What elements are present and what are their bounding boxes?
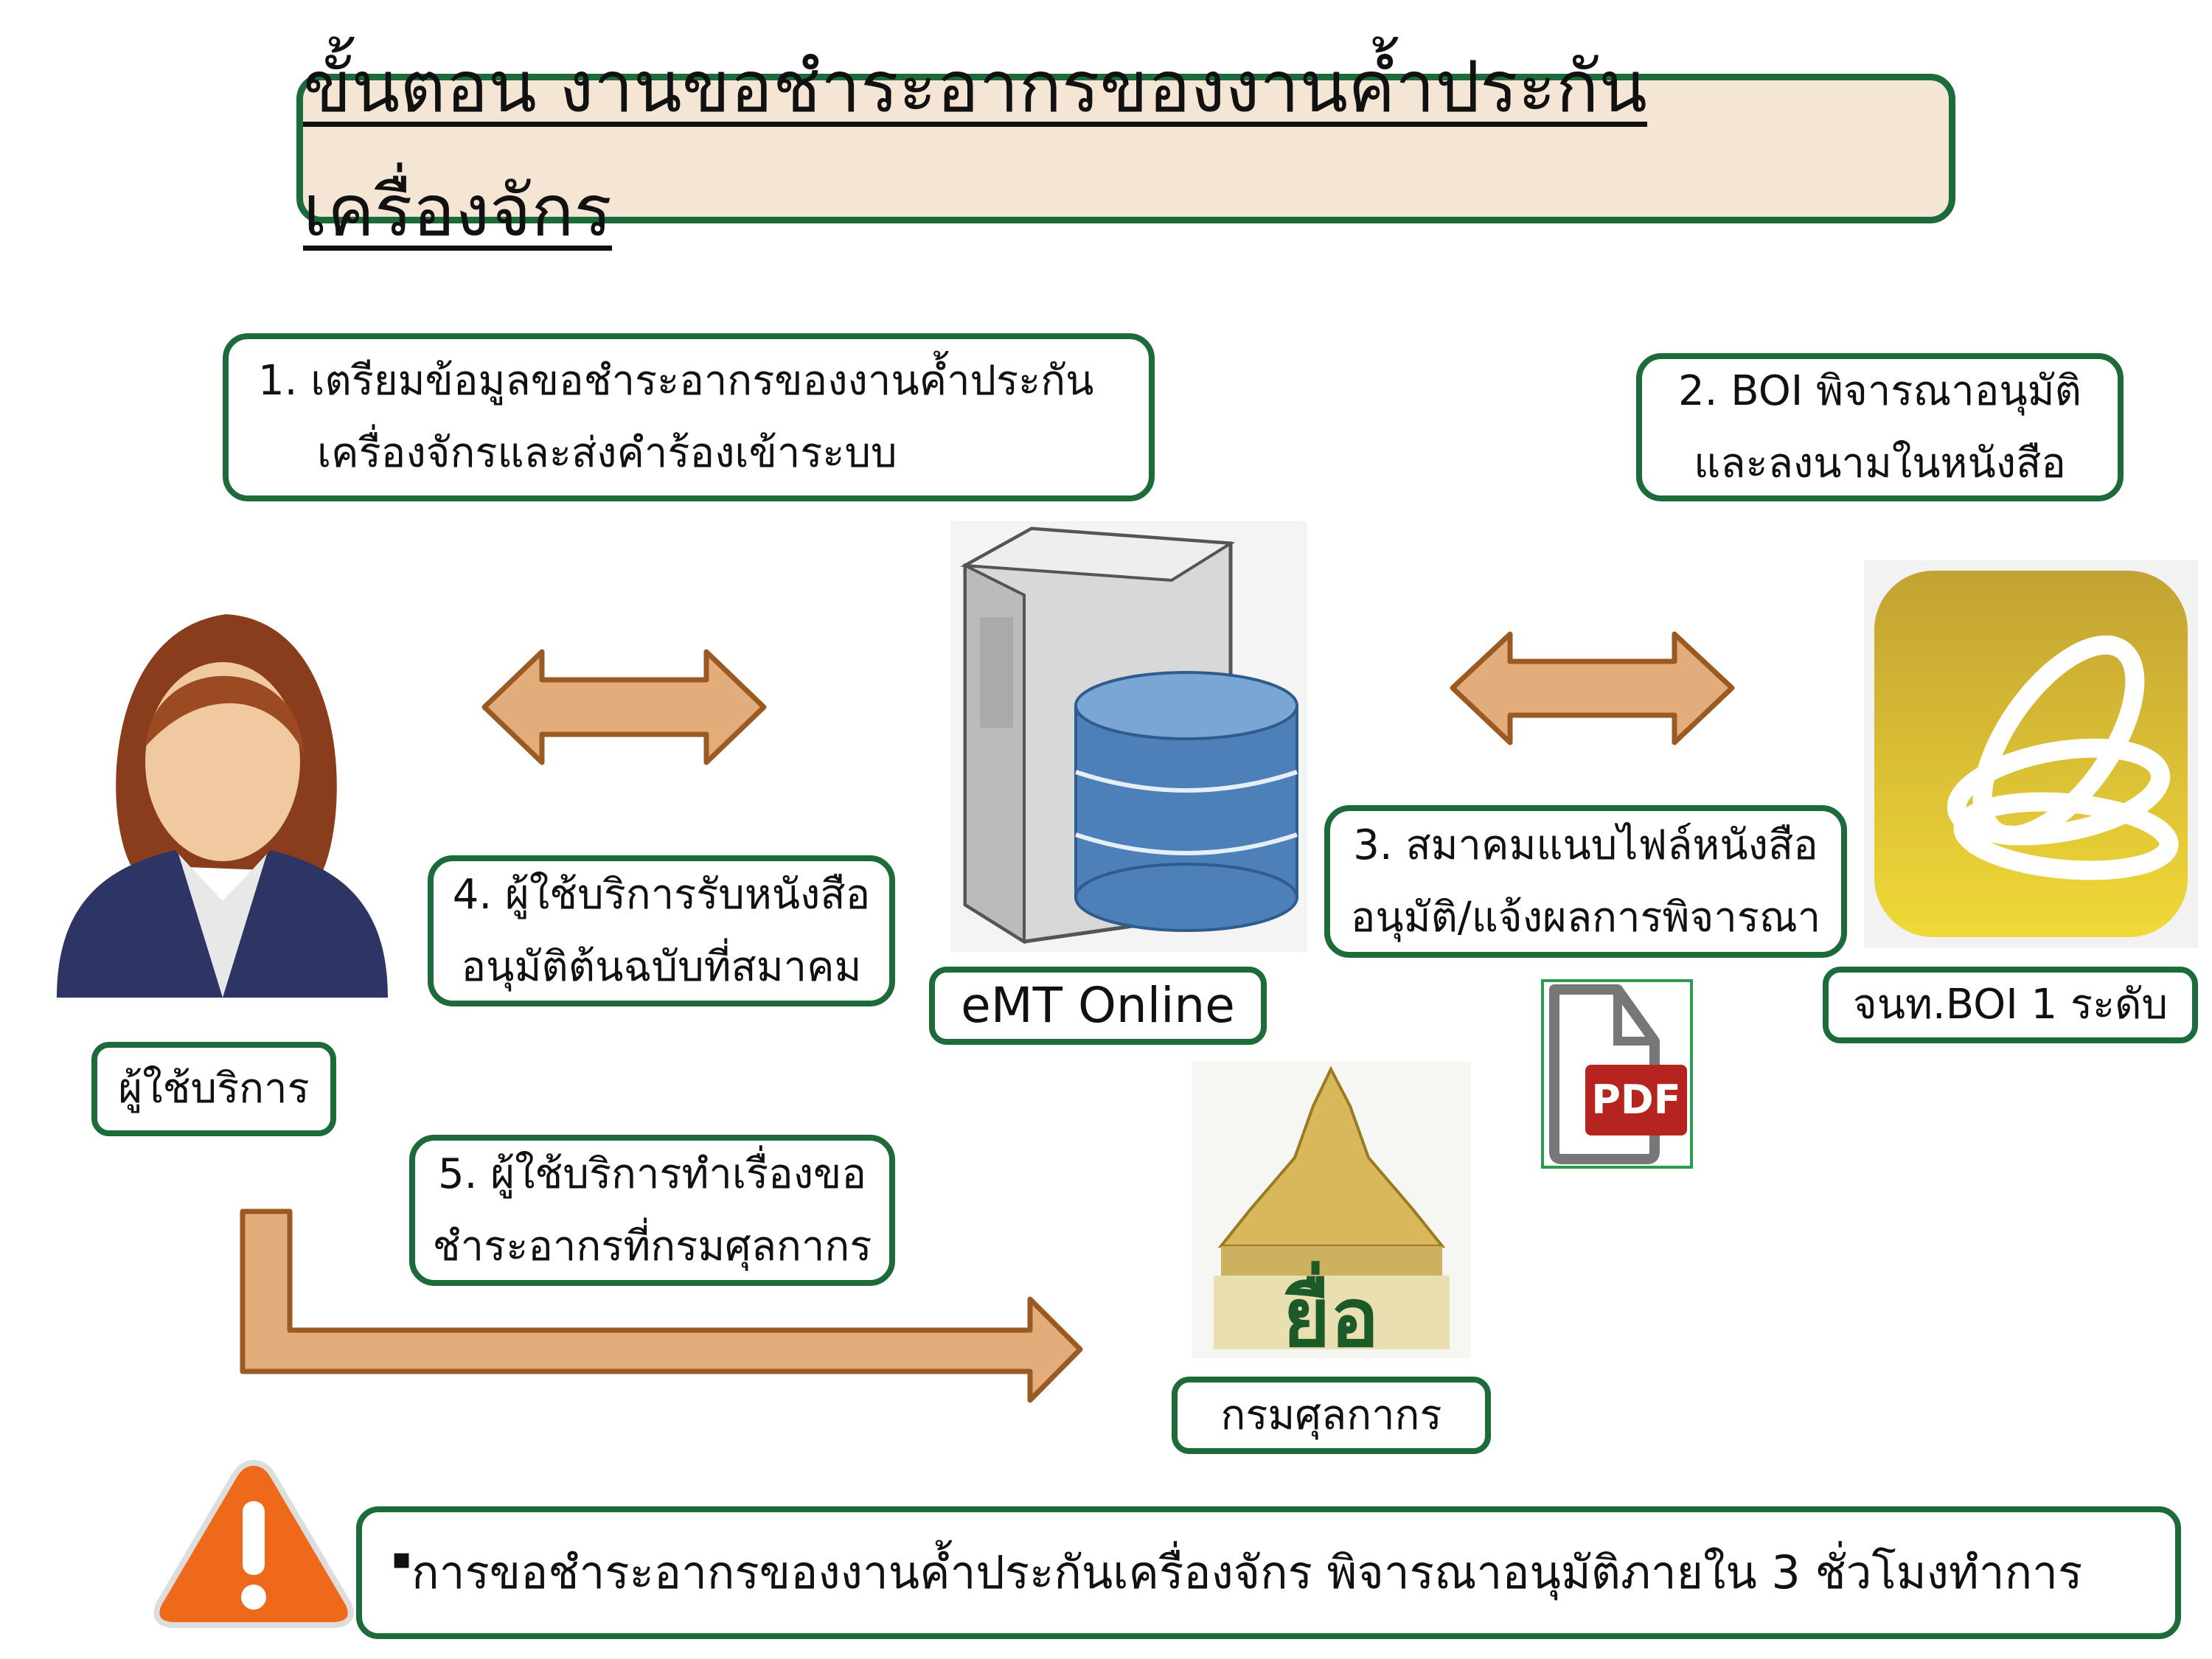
boi-logo-icon	[1864, 560, 2198, 947]
user-label: ผู้ใช้บริการ	[91, 1042, 336, 1136]
pdf-label: PDF	[1591, 1077, 1681, 1123]
boi-officer-text: จนท.BOI 1 ระดับ	[1852, 981, 2168, 1029]
server-database-icon	[950, 521, 1307, 952]
step-3-box: 3. สมาคมแนบไฟล์หนังสือ อนุมัติ/แจ้งผลการ…	[1324, 805, 1847, 958]
approval-time-note: ▪ การขอชำระอากรของงานค้ำประกันเครื่องจัก…	[356, 1506, 2181, 1639]
double-arrow-system-boi	[1450, 631, 1735, 745]
customs-text: กรมศุลกากร	[1220, 1391, 1442, 1439]
step-3-line-1: 3. สมาคมแนบไฟล์หนังสือ	[1353, 821, 1818, 869]
user-avatar-icon	[57, 585, 388, 1005]
boi-officer-label: จนท.BOI 1 ระดับ	[1823, 967, 2198, 1043]
user-text: ผู้ใช้บริการ	[118, 1065, 310, 1113]
customs-department-logo: ยื่อ	[1192, 1062, 1471, 1358]
warning-icon	[151, 1457, 356, 1632]
step-1-box: 1. เตรียมข้อมูลขอชำระอากรของงานค้ำประกัน…	[223, 333, 1155, 501]
page-title: ขั้นตอน งานขอชำระอากรของงานค้ำประกันเครื…	[296, 46, 1955, 252]
arrow-user-to-customs	[240, 1208, 1083, 1404]
step-4-box: 4. ผู้ใช้บริการรับหนังสือ อนุมัติต้นฉบับ…	[428, 855, 895, 1006]
step-2-line-2: และลงนามในหนังสือ	[1694, 439, 2066, 487]
step-5-line-1: 5. ผู้ใช้บริการทำเรื่องขอ	[438, 1150, 866, 1198]
step-1-line-1: 1. เตรียมข้อมูลขอชำระอากรของงานค้ำประกัน	[258, 357, 1094, 405]
step-2-box: 2. BOI พิจารณาอนุมัติ และลงนามในหนังสือ	[1636, 353, 2124, 501]
title-text: ขั้นตอน งานขอชำระอากรของงานค้ำประกันเครื…	[303, 45, 1648, 252]
svg-text:ยื่อ: ยื่อ	[1283, 1261, 1380, 1358]
note-bullet: ▪	[392, 1542, 412, 1576]
double-arrow-user-system	[481, 649, 767, 765]
note-text: การขอชำระอากรของงานค้ำประกันเครื่องจักร …	[411, 1545, 2083, 1599]
customs-label: กรมศุลกากร	[1172, 1377, 1491, 1454]
step-5-box: 5. ผู้ใช้บริการทำเรื่องขอ ชำระอากรที่กรม…	[409, 1135, 895, 1286]
step-5-line-2: ชำระอากรที่กรมศุลกากร	[432, 1222, 872, 1270]
step-4-line-1: 4. ผู้ใช้บริการรับหนังสือ	[452, 870, 871, 919]
pdf-file-icon: PDF	[1541, 979, 1693, 1169]
step-1-line-2: เครื่องจักรและส่งคำร้องเข้าระบบ	[317, 429, 897, 477]
emt-online-label: eMT Online	[929, 967, 1267, 1045]
step-3-line-2: อนุมัติ/แจ้งผลการพิจารณา	[1350, 893, 1821, 942]
step-4-line-2: อนุมัติต้นฉบับที่สมาคม	[461, 942, 862, 991]
emt-online-text: eMT Online	[961, 977, 1235, 1034]
step-2-line-1: 2. BOI พิจารณาอนุมัติ	[1678, 366, 2081, 415]
